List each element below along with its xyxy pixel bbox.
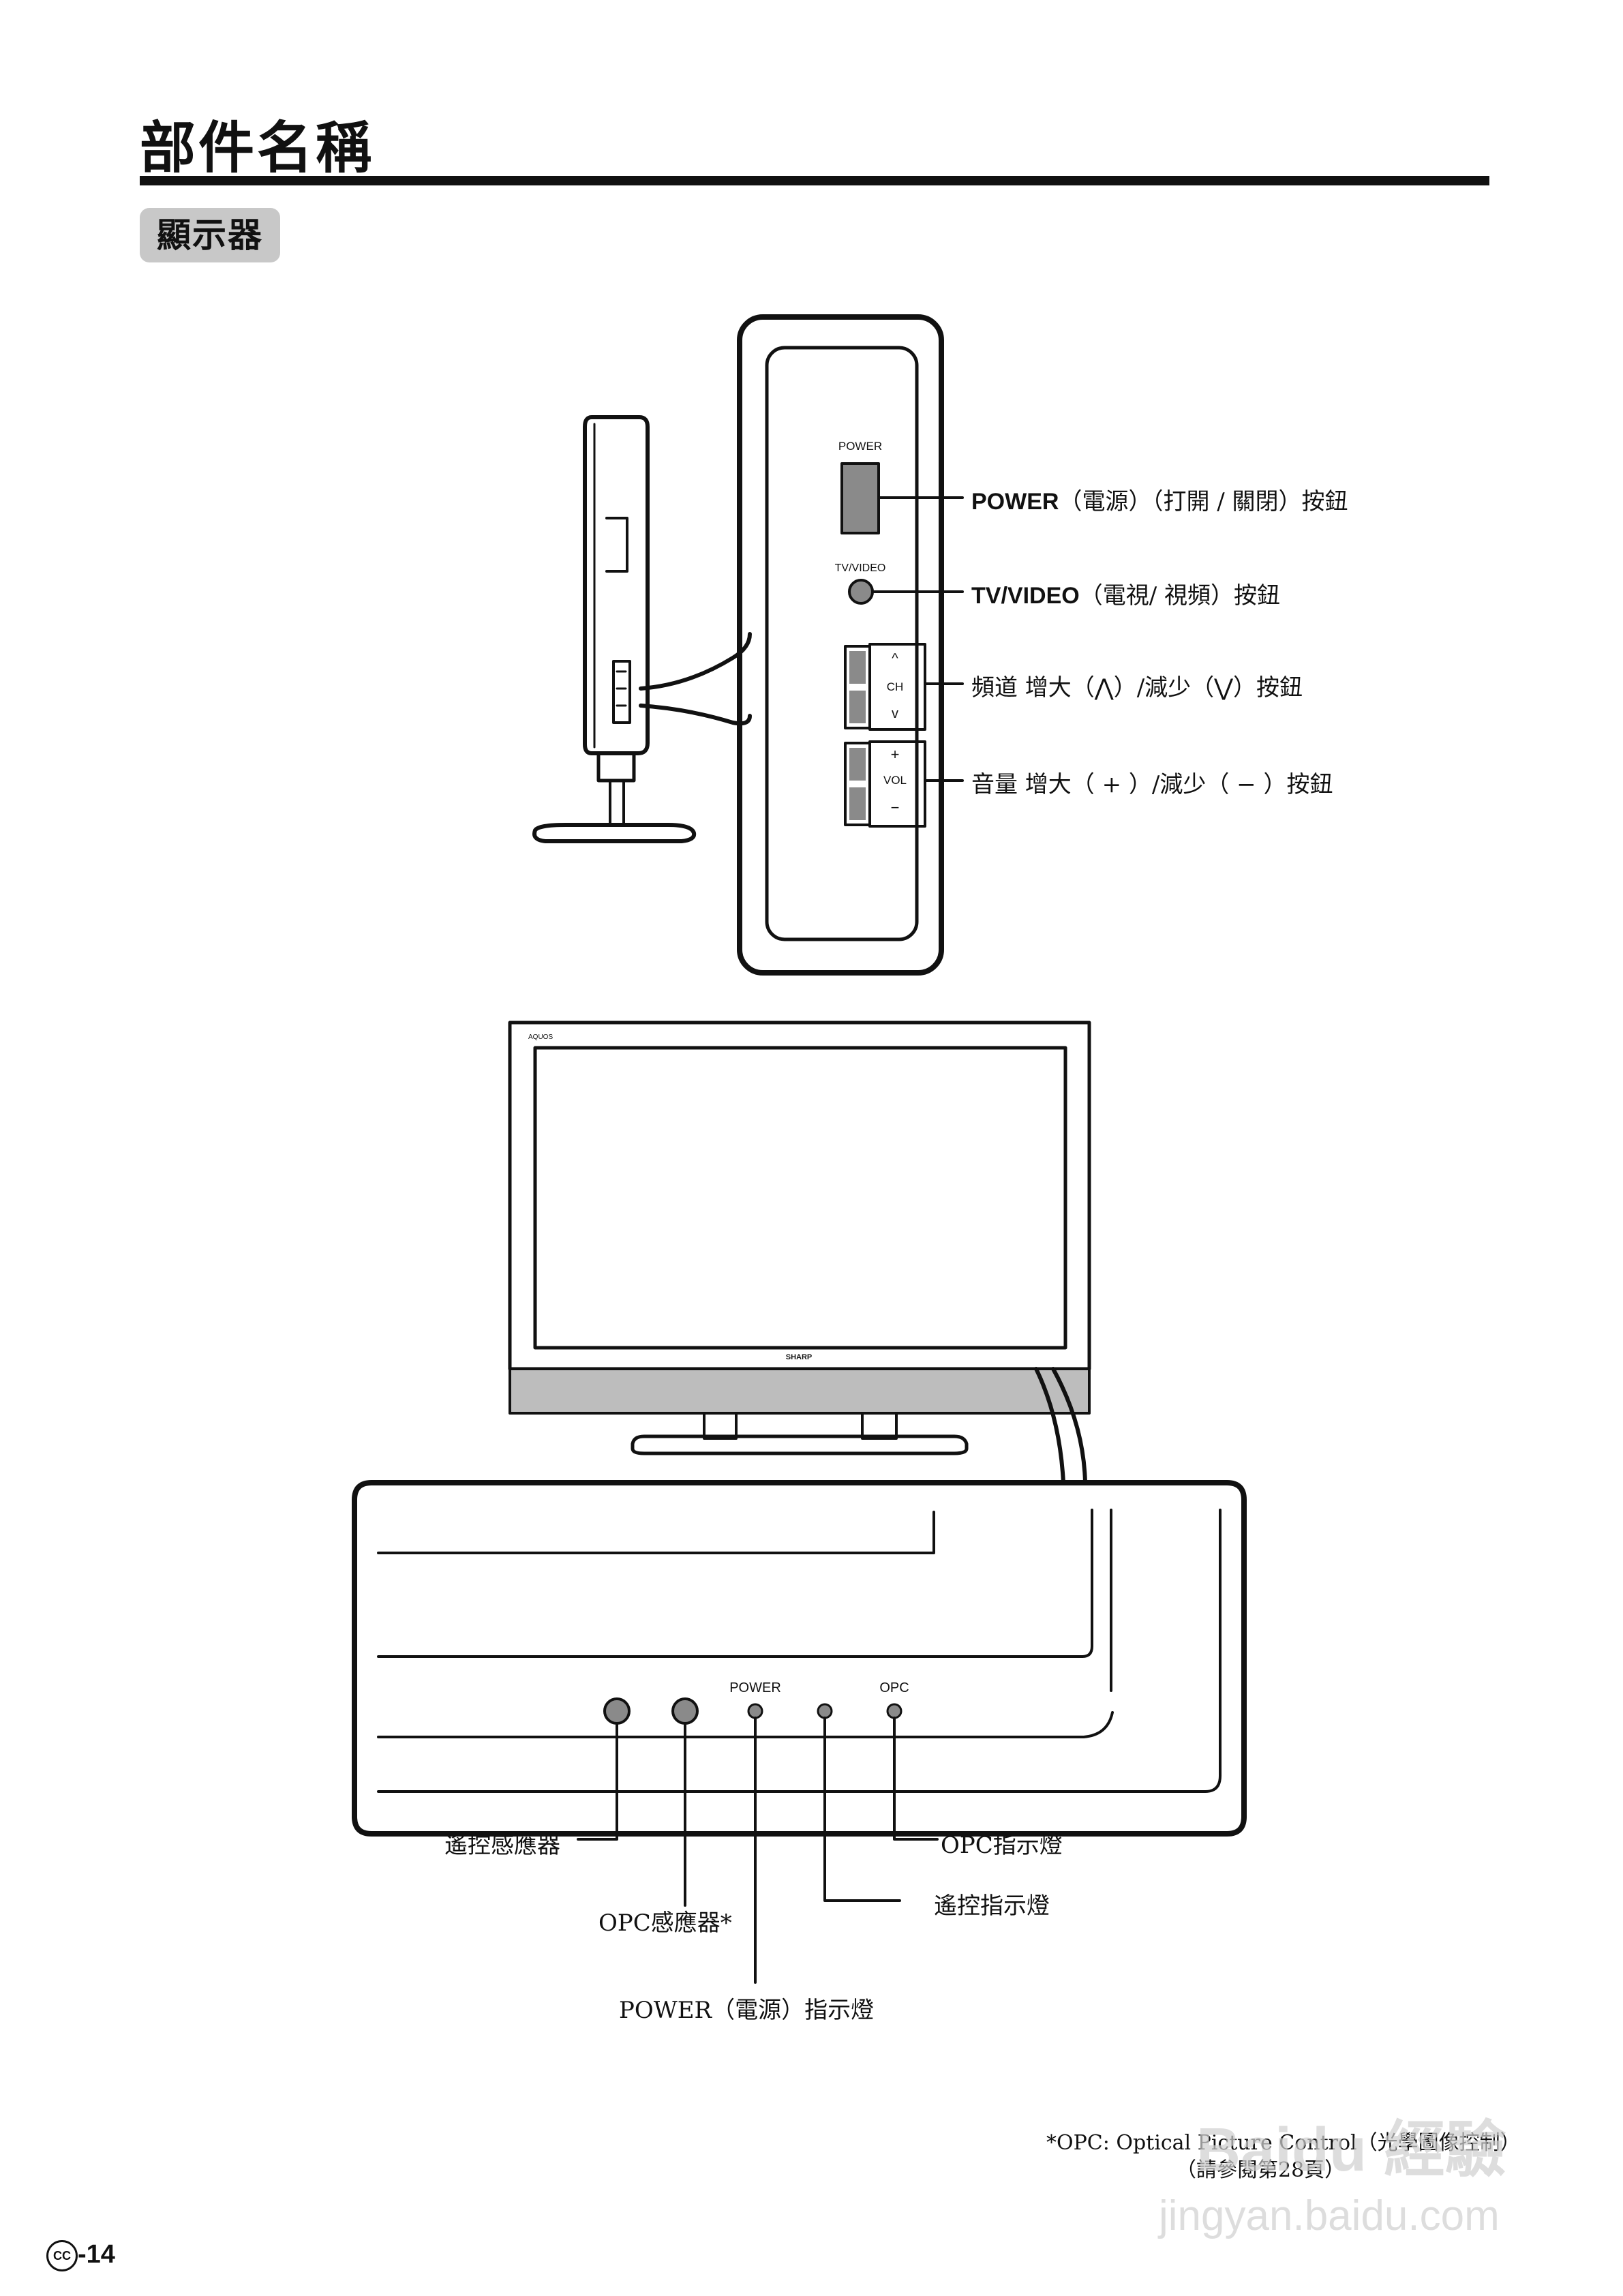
section-tag: 顯示器 [140,208,280,262]
callout-remote-indicator: 遙控指示燈 [934,1892,1050,1920]
footnote-opc: *OPC: Optical Picture Control（光學圖像控制） [1046,2131,1521,2155]
volume-rocker[interactable] [844,742,871,826]
vol-minus-glyph: − [891,799,900,816]
watermark-logo: Baidu 經驗 [1196,2116,1507,2184]
callout-tvvideo-rest: （電視/ 視頻）按鈕 [1079,582,1280,609]
callout-power-rest: （電源）（打開 / 關閉）按鈕 [1059,488,1348,515]
callout-opc-indicator: OPC指示燈 [941,1832,1063,1859]
ch-text: CH [887,680,904,693]
callout-power-button: POWER（電源）（打開 / 關閉）按鈕 [971,483,1348,516]
region-symbol: CC [46,2240,78,2271]
side-tvvideo-text: TV/VIDEO [835,562,886,574]
front-opc-text: OPC [879,1680,909,1695]
opc-indicator-lamp [886,1703,902,1719]
opc-sensor-window [671,1697,699,1725]
side-power-text: POWER [838,440,882,453]
front-power-text: POWER [729,1680,781,1695]
front-panel-enlarged [352,1480,1247,1837]
watermark-url: jingyan.baidu.com [1159,2192,1500,2239]
remote-sensor-window [603,1697,631,1725]
callout-volume-buttons: 音量 增大（ + ）/減少（ − ）按鈕 [971,771,1333,798]
side-leader-lines [871,496,964,782]
front-leader-lines [577,1717,939,1984]
page-number: CC-14 [46,2240,115,2271]
vol-text: VOL [883,774,907,787]
page-title: 部件名稱 [140,116,375,181]
callout-remote-sensor: 遙控感應器 [444,1832,560,1859]
tv-front-view [508,1021,1091,1485]
title-divider [140,176,1489,185]
side-panel-enlarged [737,314,944,976]
callout-power-indicator: POWER（電源）指示燈 [619,1997,875,2024]
callout-channel-buttons: 頻道 增大（⋀）/減少（⋁）按鈕 [971,674,1303,701]
tv-side-view [532,415,752,843]
callout-opc-sensor: OPC感應器* [598,1909,732,1937]
ch-up-glyph: ^ [892,651,898,666]
callout-tvvideo-strong: TV/VIDEO [971,583,1080,609]
tv-model-text: AQUOS [528,1033,553,1041]
callout-power-strong: POWER [971,489,1059,515]
remote-indicator-lamp [817,1703,833,1719]
power-indicator-lamp [747,1703,763,1719]
vol-plus-glyph: + [891,746,900,763]
channel-rocker[interactable] [844,645,871,729]
footnote-page-ref: （請參閱第28頁） [1176,2158,1346,2182]
page-number-text: -14 [78,2240,115,2269]
tv-brand-text: SHARP [786,1353,813,1361]
callout-tvvideo-button: TV/VIDEO（電視/ 視頻）按鈕 [971,577,1280,610]
ch-down-glyph: v [892,706,898,721]
side-power-button[interactable] [840,462,880,534]
side-tvvideo-button[interactable] [848,579,874,605]
